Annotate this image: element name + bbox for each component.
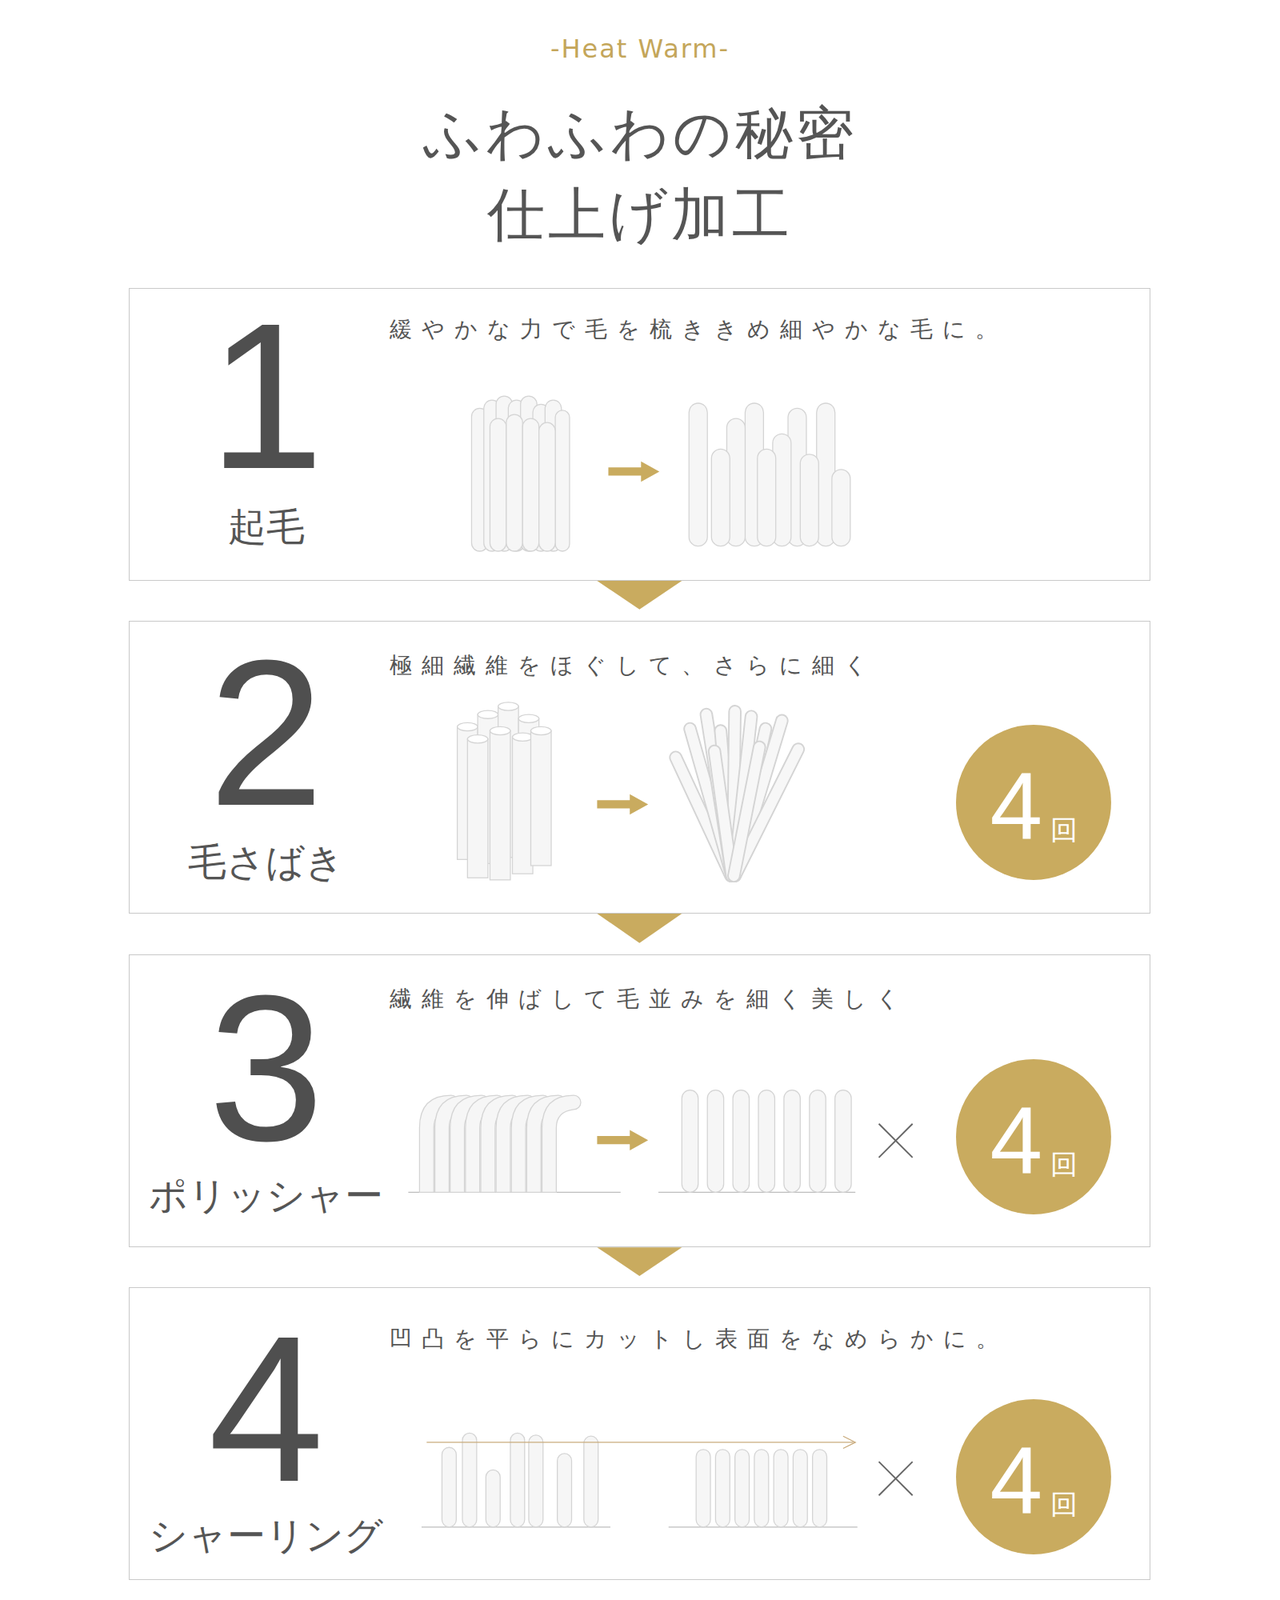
fiber-outline: [733, 747, 760, 876]
badge-circle: [956, 1399, 1112, 1555]
badge-content: 4回: [956, 1399, 1112, 1555]
bent-fiber: [542, 1095, 581, 1192]
fiber: [835, 1090, 852, 1193]
fiber: [681, 1090, 698, 1193]
step-box: 2 毛さばき 極細繊維をほぐして、さらに細く 4回: [128, 620, 1151, 914]
step-name: シャーリング: [129, 1511, 404, 1560]
fiber: [792, 1449, 808, 1528]
count-number: 4: [989, 1093, 1043, 1188]
step-description: 凹凸を平らにカットし表面をなめらかに。: [389, 1323, 1008, 1356]
fiber: [715, 1449, 730, 1528]
times-symbol: [879, 1461, 913, 1496]
fiber: [462, 1432, 477, 1527]
step-box: 4シャーリング凹凸を平らにカットし表面をなめらかに。4回: [128, 1287, 1151, 1580]
fiber-end: [518, 714, 540, 723]
fiber-bundle: [489, 731, 511, 880]
fiber-end: [457, 722, 479, 731]
fiber-bundle: [530, 731, 552, 866]
count-unit: 回: [1050, 816, 1078, 844]
fiber: [809, 1090, 826, 1193]
fiber: [489, 418, 506, 552]
cut-arrowhead: [843, 1436, 856, 1448]
badge-row: 4回: [989, 759, 1078, 854]
fiber: [506, 414, 523, 552]
title: ふわふわの秘密 仕上げ加工: [360, 92, 920, 256]
step-name: 毛さばき: [129, 837, 404, 886]
badge-row: 4回: [989, 1433, 1078, 1528]
fiber: [688, 403, 708, 547]
step-arrow: [596, 1247, 682, 1276]
fiber: [485, 1469, 500, 1527]
step-arrow: [596, 580, 682, 610]
badge-content: 4回: [956, 1059, 1112, 1215]
illustrations: [408, 396, 912, 1528]
step-name: ポリッシャー: [129, 1171, 404, 1220]
fiber-end: [489, 726, 511, 735]
step-name: 起毛: [129, 502, 404, 551]
count-number: 4: [989, 759, 1043, 854]
fiber: [714, 751, 732, 876]
count-unit: 回: [1050, 1150, 1078, 1178]
step-description: 繊維を伸ばして毛並みを細く美しく: [389, 983, 909, 1016]
step-box: 3 ポリッシャー 繊維を伸ばして毛並みを細く美しく 4回: [128, 954, 1151, 1248]
times-symbol: [879, 1124, 913, 1158]
fiber-end: [477, 710, 499, 719]
times-symbol: [879, 1124, 913, 1158]
step-box: 1 起毛 緩やかな力で毛を梳ききめ細やかな毛に。: [128, 288, 1151, 581]
fiber: [555, 410, 570, 552]
step-number: 4: [129, 1320, 404, 1497]
count-badge: 4回: [956, 1399, 1112, 1555]
brand-label: -Heat Warm-: [0, 32, 1280, 65]
fiber: [754, 1449, 769, 1528]
fiber-end: [467, 735, 488, 744]
step-number: 1: [129, 308, 404, 484]
fiber-end: [498, 702, 520, 711]
fiber: [522, 418, 539, 552]
fiber: [441, 1447, 456, 1528]
fiber: [528, 1435, 544, 1528]
fiber-outline: [714, 751, 732, 876]
fiber: [832, 469, 851, 547]
fiber: [696, 1449, 711, 1528]
fiber: [707, 1090, 724, 1193]
process-arrow: [596, 1129, 648, 1151]
count-number: 4: [989, 1433, 1043, 1528]
fiber: [733, 747, 760, 876]
count-badge: 4回: [956, 724, 1112, 880]
cut-line: [426, 1441, 853, 1443]
fiber: [812, 1449, 828, 1528]
fiber: [711, 448, 730, 546]
fiber-end: [512, 732, 534, 741]
times-symbol: [879, 1461, 913, 1496]
fiber: [539, 422, 556, 552]
step-description: 緩やかな力で毛を梳ききめ細やかな毛に。: [389, 313, 1008, 346]
process-arrow: [608, 461, 660, 483]
count-badge: 4回: [956, 1059, 1112, 1215]
fiber: [758, 1090, 775, 1193]
fiber: [784, 1090, 800, 1193]
fiber: [735, 1449, 750, 1528]
fiber: [732, 1090, 749, 1193]
badge-circle: [956, 724, 1112, 880]
step-number: 3: [129, 980, 404, 1156]
badge-content: 4回: [956, 724, 1112, 880]
fiber: [510, 1432, 525, 1527]
fiber: [557, 1453, 572, 1528]
badge-row: 4回: [989, 1093, 1078, 1188]
fiber: [773, 1449, 788, 1528]
fiber: [800, 454, 819, 547]
count-unit: 回: [1050, 1490, 1078, 1518]
fiber-bundle: [467, 739, 488, 879]
fiber: [584, 1436, 599, 1528]
process-arrow: [596, 794, 648, 816]
step-number: 2: [129, 644, 404, 821]
fiber: [757, 448, 776, 546]
fiber-end: [530, 726, 552, 735]
step-arrow: [596, 913, 682, 944]
badge-circle: [956, 1059, 1112, 1215]
step-description: 極細繊維をほぐして、さらに細く: [389, 649, 877, 682]
fiber-bundle: [512, 736, 534, 874]
